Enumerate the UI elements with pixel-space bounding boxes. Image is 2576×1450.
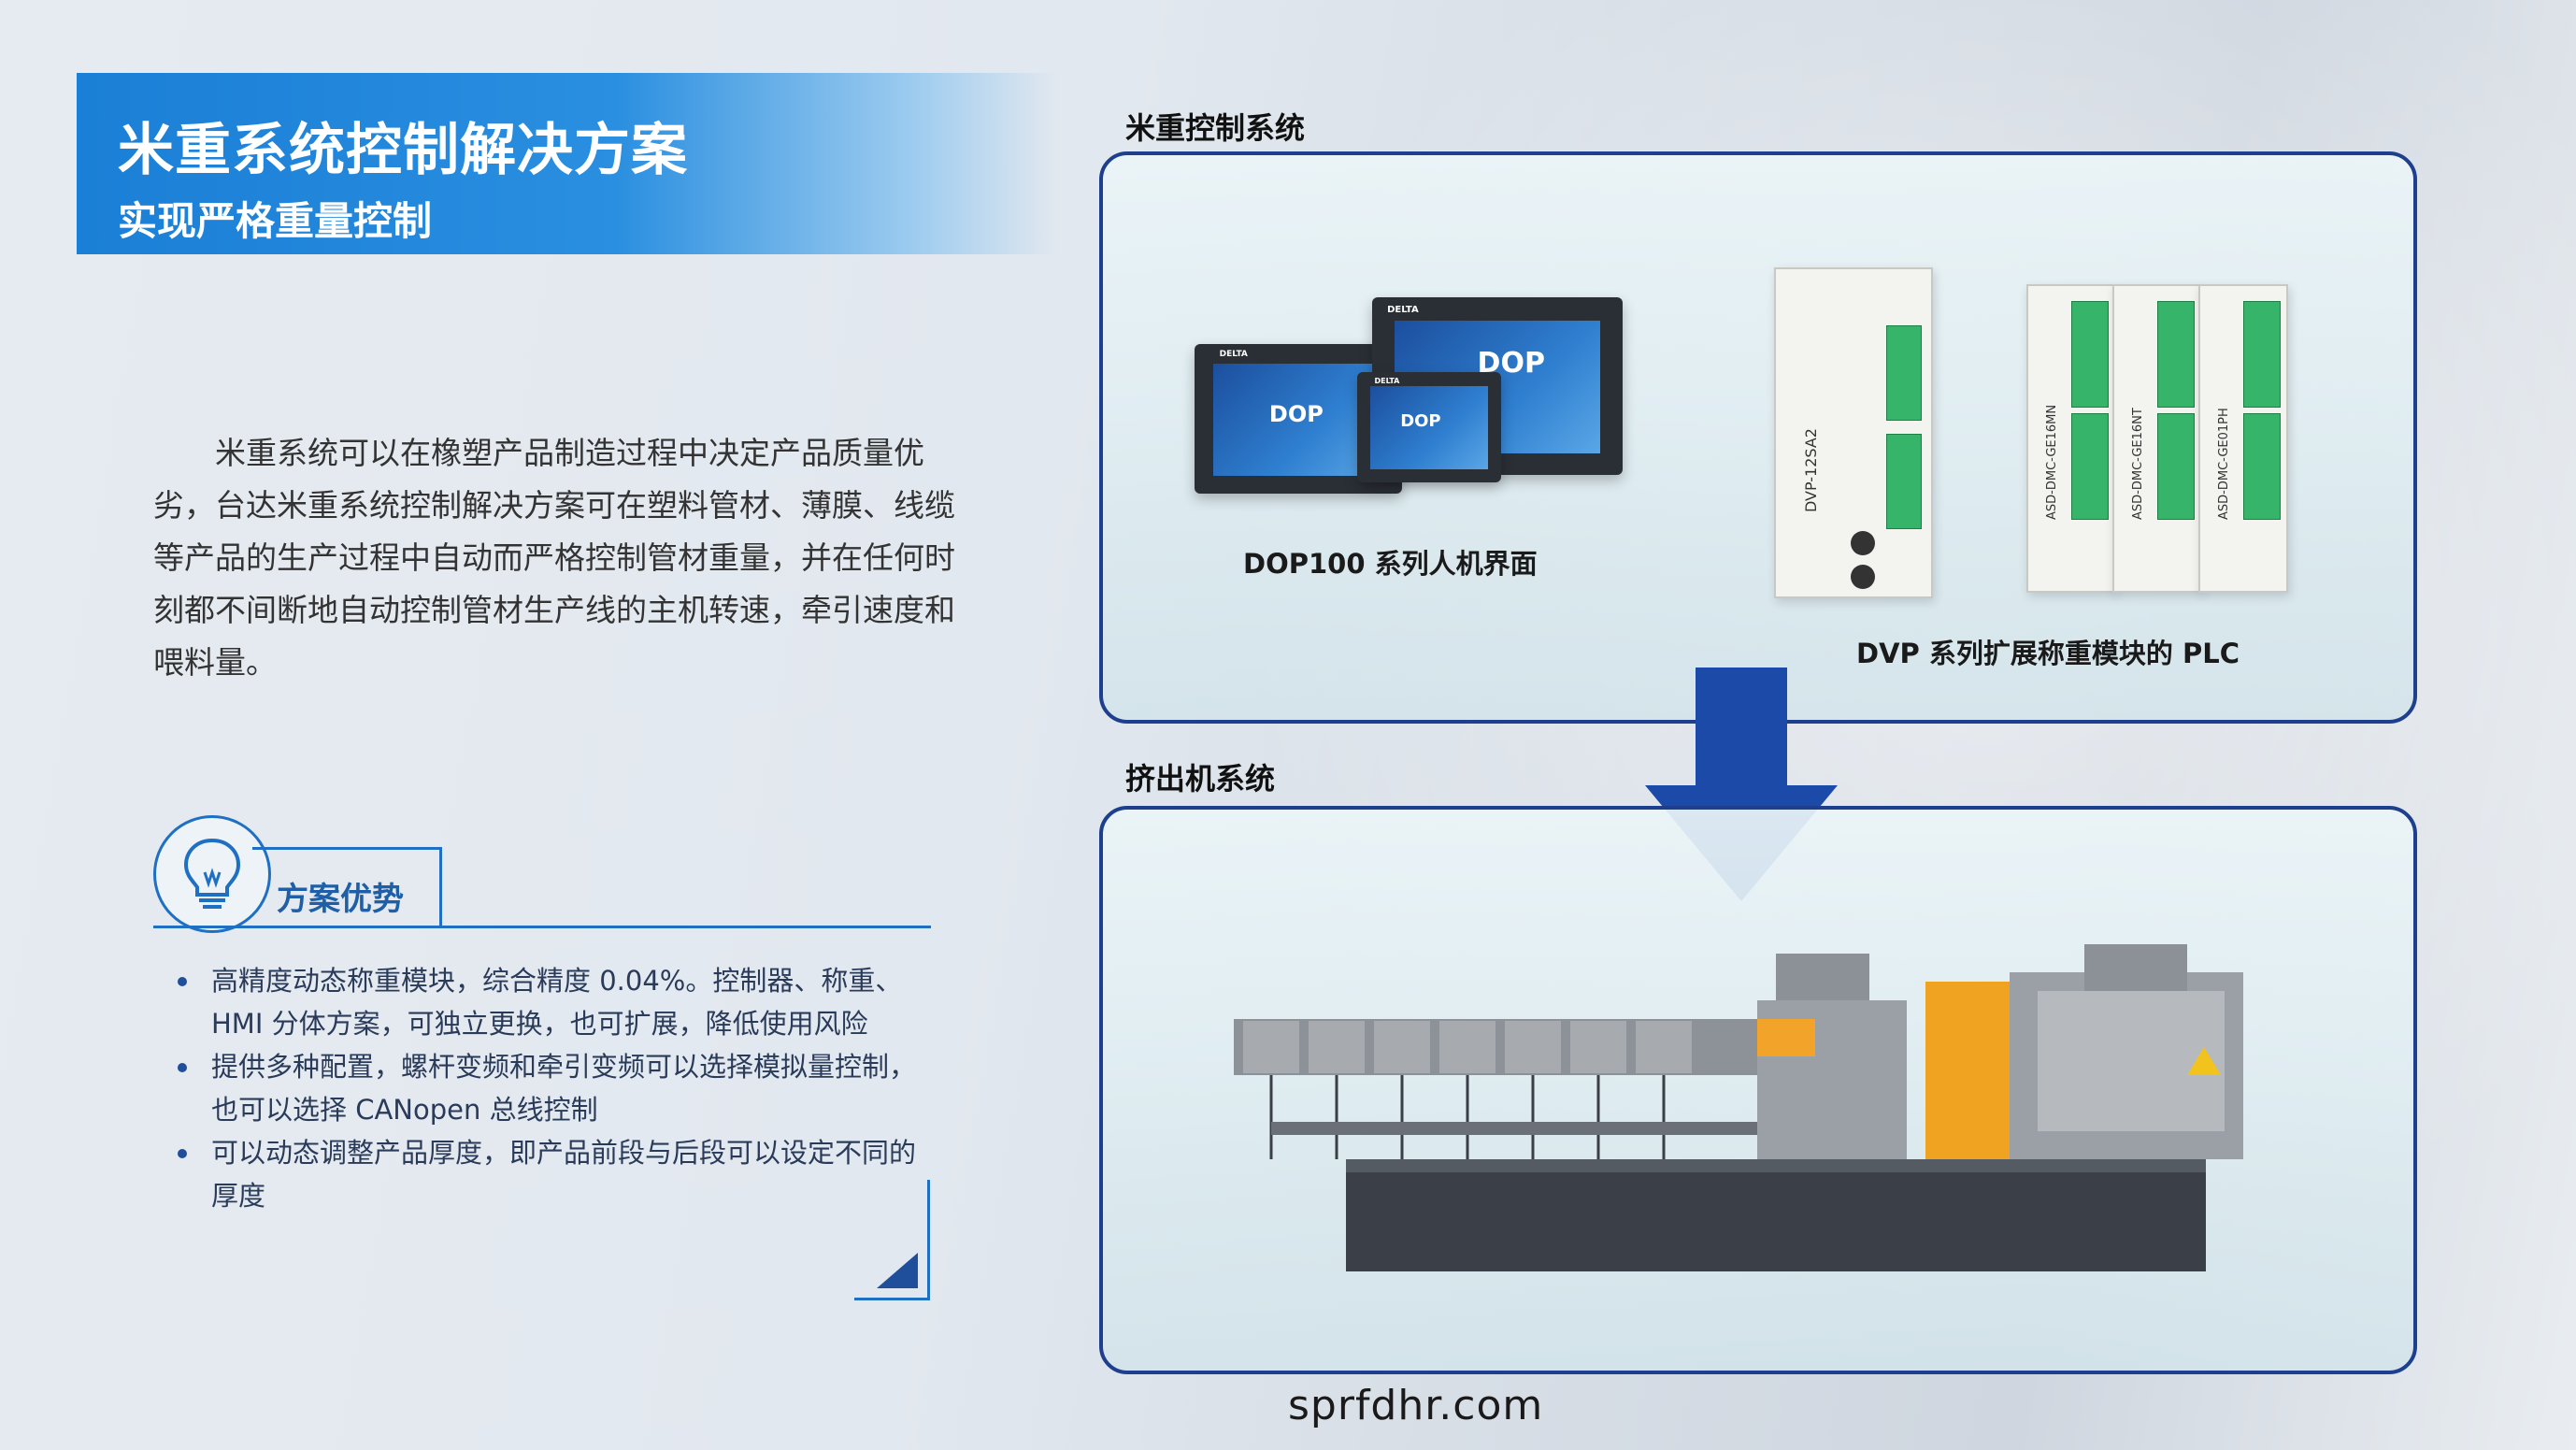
hmi-brand: DELTA [1374, 376, 1400, 385]
advantages-title: 方案优势 [277, 881, 404, 918]
advantages-title-frame [252, 847, 442, 928]
advantages-corner-triangle [877, 1253, 918, 1288]
hmi-brand: DELTA [1219, 350, 1248, 360]
advantage-item: 可以动态调整产品厚度，即产品前段与后段可以设定不同的厚度 [174, 1131, 940, 1217]
advantage-item: 高精度动态称重模块，综合精度 0.04%。控制器、称重、HMI 分体方案，可独立… [174, 959, 940, 1045]
footer-watermark: sprfdhr.com [1288, 1382, 1544, 1429]
plc-device: DVP-12SA2 [1774, 267, 1933, 598]
module-model-label: ASD-DMC-GE01PH [2217, 408, 2231, 520]
hmi-brand: DELTA [1387, 304, 1419, 315]
expansion-module: ASD-DMC-GE01PH [2198, 284, 2288, 593]
hmi-caption: DOP100 系列人机界面 [1243, 548, 1538, 580]
page-subtitle: 实现严格重量控制 [118, 198, 433, 244]
expansion-module: ASD-DMC-GE16MN [2026, 284, 2116, 593]
advantages-divider [153, 926, 931, 928]
page-title: 米重系统控制解决方案 [118, 118, 688, 183]
hmi-screen-text: DOP [1268, 400, 1324, 427]
module-model-label: ASD-DMC-GE16NT [2131, 408, 2145, 520]
advantages-list: 高精度动态称重模块，综合精度 0.04%。控制器、称重、HMI 分体方案，可独立… [174, 959, 940, 1217]
hmi-device-small: DOP DELTA [1357, 372, 1501, 482]
module-model-label: ASD-DMC-GE16MN [2045, 404, 2059, 520]
advantage-item: 提供多种配置，螺杆变频和牵引变频可以选择模拟量控制，也可以选择 CANopen … [174, 1045, 940, 1131]
advantages-icon-badge [153, 815, 271, 933]
extruder-label: 挤出机系统 [1125, 761, 1276, 797]
lightbulb-icon [183, 838, 241, 909]
intro-paragraph: 米重系统可以在橡塑产品制造过程中决定产品质量优劣，台达米重系统控制解决方案可在塑… [153, 435, 955, 681]
weight-control-label: 米重控制系统 [1125, 110, 1306, 146]
advantages-bracket [854, 1180, 930, 1300]
hmi-screen-text: DOP [1400, 411, 1441, 432]
expansion-module: ASD-DMC-GE16NT [2112, 284, 2202, 593]
extruder-machine-image [1234, 944, 2243, 1271]
plc-caption: DVP 系列扩展称重模块的 PLC [1856, 638, 2240, 669]
plc-model-label: DVP-12SA2 [1802, 428, 1820, 512]
title-banner [77, 73, 1058, 254]
